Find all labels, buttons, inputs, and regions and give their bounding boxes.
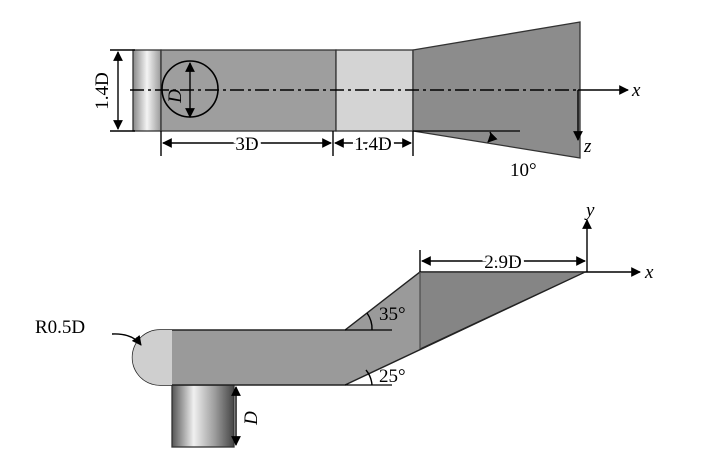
side-radius-label: R0.5D [35,317,85,338]
side-angle-arc-upper [366,312,373,331]
side-angle-upper-label: 35° [379,304,406,325]
side-x-axis-label: x [644,262,654,283]
side-angle-lower-label: 25° [379,366,406,387]
top-view: D x z 1.4D 3D 1.4D 10° [92,21,641,181]
side-view: 35° 25° R0.5D 2.9D y x D [35,200,654,448]
top-inlet-label: 1.4D [354,134,391,155]
top-angle-arc [487,131,498,143]
side-pipe [171,384,235,448]
top-height-label: 1.4D [92,72,113,109]
side-rounded-end [132,330,172,385]
top-diameter-label: D [165,89,186,104]
side-pipe-label: D [241,411,262,426]
side-angle-arc-lower [365,369,373,386]
top-length-label: 3D [235,134,258,155]
side-length-label: 2.9D [484,252,521,273]
top-angle-label: 10° [510,160,537,181]
top-diffuser [412,21,581,159]
top-x-axis-label: x [631,80,641,101]
side-diffuser [419,271,586,350]
top-z-axis-label: z [583,136,592,157]
side-y-axis-label: y [584,200,595,221]
side-radius-arrow [111,333,142,346]
